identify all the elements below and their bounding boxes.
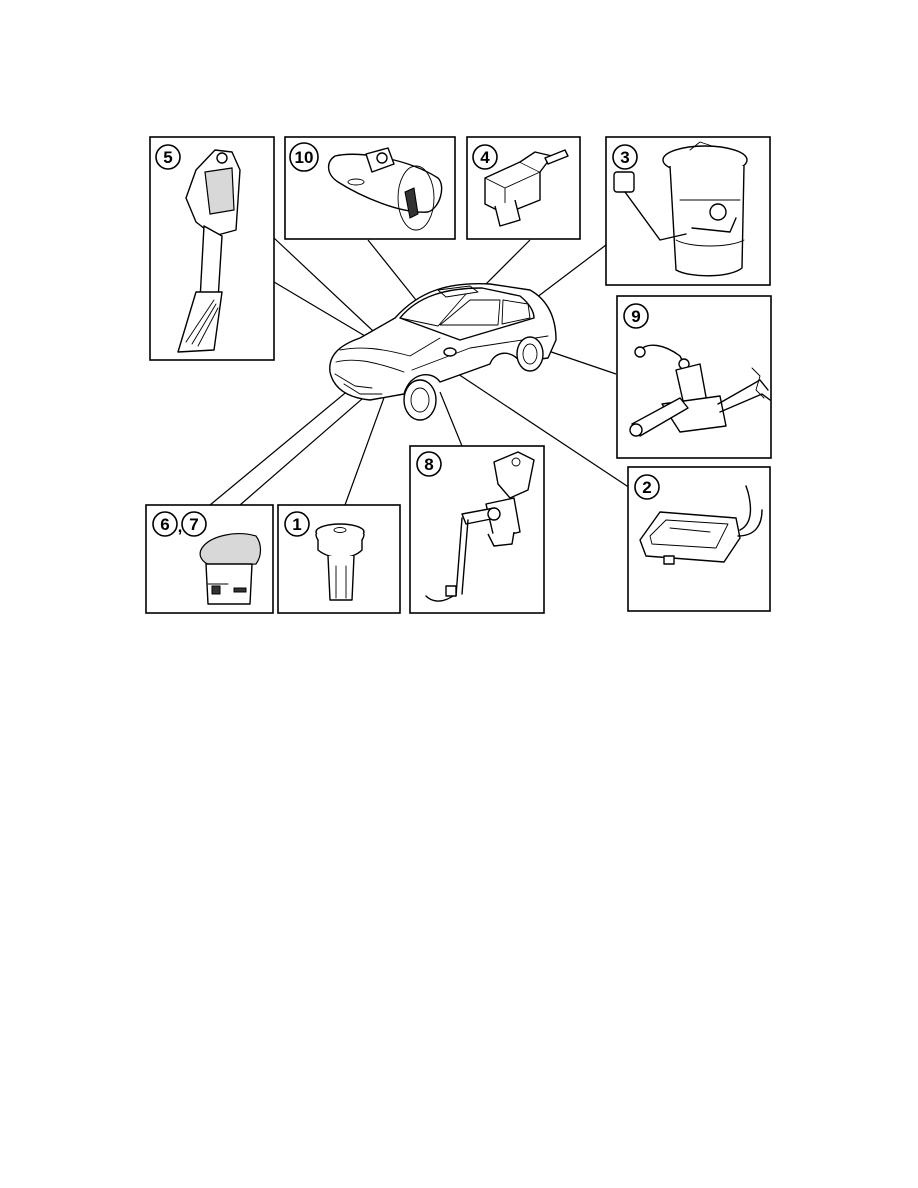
callout-9: 9 <box>631 307 640 326</box>
car-illustration <box>329 283 557 421</box>
panel-9-rear-level-sensor: 9 <box>616 295 772 459</box>
fuel-pump-drawing <box>613 141 748 277</box>
callout-3: 3 <box>620 148 629 167</box>
callout-7: 7 <box>189 515 198 534</box>
callout-5: 5 <box>163 148 172 167</box>
accelerator-pedal-drawing <box>177 149 241 353</box>
switch-drawing <box>199 533 262 605</box>
module-drawing <box>639 485 763 565</box>
panel-5-accelerator-pedal: 5 <box>149 136 275 361</box>
callout-10: 10 <box>295 148 314 167</box>
callout-2: 2 <box>642 478 651 497</box>
sensor-drawing <box>315 523 365 601</box>
panel-6-7-switch: 6 , 7 <box>145 504 274 614</box>
callout-6: 6 <box>160 515 169 534</box>
leader-2 <box>454 371 631 489</box>
leader-8 <box>439 391 463 447</box>
leader-1 <box>344 394 386 506</box>
callout-1: 1 <box>292 515 301 534</box>
panel-3-fuel-pump: 3 <box>605 136 771 286</box>
callout-separator: , <box>178 517 183 536</box>
rear-level-sensor-drawing <box>629 344 771 437</box>
callout-4: 4 <box>480 148 490 167</box>
brake-switch-drawing <box>484 149 569 227</box>
callout-8: 8 <box>424 455 433 474</box>
leader-10 <box>367 239 421 306</box>
front-level-sensor-drawing <box>425 451 535 602</box>
panel-2-module: 2 <box>627 466 771 612</box>
rear-view-mirror-drawing <box>327 147 443 231</box>
panel-1-sensor: 1 <box>277 504 401 614</box>
leader-5 <box>273 237 389 346</box>
panel-4-brake-switch: 4 <box>466 136 581 240</box>
panel-8-front-level-sensor: 8 <box>409 445 545 614</box>
panel-10-interior-mirror: 10 <box>284 136 456 240</box>
